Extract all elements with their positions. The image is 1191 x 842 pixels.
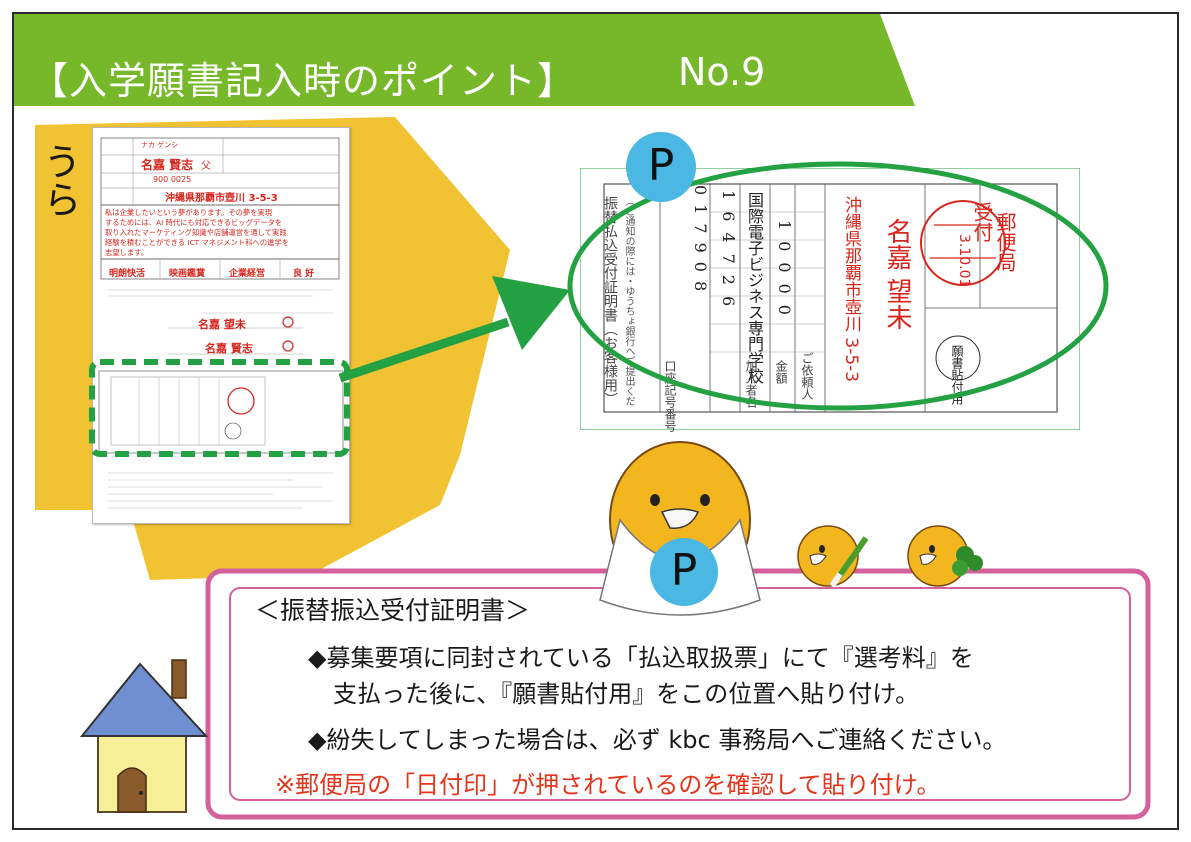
amount-digit: 0 [775,241,794,263]
form-slip-thumbnail [110,376,266,446]
receipt-label-recipient: 加入者名 [744,360,758,408]
account-digit: 9 [691,242,710,262]
application-stamp-label: 願書貼付用 [950,345,964,405]
pointer-arrow-head [492,276,570,350]
stamp-post-office: 郵便局 [993,212,1017,272]
stamp-date: 3.10.01 [956,234,972,288]
form-relation: 父 [201,161,211,172]
mascot-broccoli [907,525,983,587]
account-digit: 7 [691,223,710,243]
account-digit: 1 [691,204,710,224]
account-digit: 0 [691,185,710,205]
stamp-accepted: 受付 [970,202,994,242]
form-attr-hobby: 映画鑑賞 [169,269,206,279]
amount-digit: 0 [775,262,794,284]
amount-digit: 0 [775,304,794,326]
point-badge-top: P [626,132,696,202]
essay-line: 経験を積むことができる ICT マネジメント科への進学を [105,238,290,247]
point-badge-bottom: P [650,538,718,606]
account-digit: 8 [691,280,710,301]
form-applicant-name: 名嘉 望未 [198,318,246,331]
essay-line: 取り入れたマーケティング知識や店舗運営を通して実践 [105,228,287,237]
account-number-digit: 6 [719,211,738,233]
page-frame [12,12,1179,830]
info-line-3: ◆紛失してしまった場合は、必ず kbc 事務局へご連絡ください。 [308,726,1007,754]
sender-name: 名嘉 望未 [882,218,912,331]
account-number-digit: 6 [719,295,738,318]
essay-line: 志望します。 [105,248,149,257]
amount-digit: 0 [775,283,794,305]
account-number-digit: 4 [719,232,738,254]
receipt-label-amount: 金額 [774,360,788,384]
account-code: 017908 [688,185,710,300]
back-side-label: うら [37,142,81,218]
info-line-1: ◆募集要項に同封されている「払込取扱票」にて『選考料』を [308,644,974,672]
info-line-2: 支払った後に、『願書貼付用』をこの位置へ貼り付け。 [333,680,920,708]
account-digit: 0 [691,261,710,281]
form-guardian-signature: 名嘉 賢志 [205,342,253,355]
info-title: ＜振替振込受付証明書＞ [255,596,531,625]
mascot-leek [797,525,869,588]
form-guardian-name: 名嘉 賢志 [141,158,194,172]
receipt-note: （ご通知の際には・ゆうちょ銀行へご提出ください） [623,196,634,406]
account-number: 164726 [716,190,738,317]
sender-address: 沖縄県那覇市壺川 3-5-3 [841,196,861,383]
essay-line: するためには、AI 時代にも対応できるビッグデータを [105,218,283,227]
form-essay: 私は企業したいという夢があります。その夢を実現 するためには、AI 時代にも対応… [105,208,339,258]
account-number-digit: 1 [719,190,738,212]
amount-digit: 1 [775,220,794,242]
pointer-arrow-shaft [338,317,510,383]
account-number-digit: 7 [719,253,738,275]
receipt-label-sender: ご依頼人 [800,352,814,400]
form-address: 沖縄県那覇市壺川 3-5-3 [165,193,278,204]
recipient-name: 国際電子ビジネス専門学校 [745,192,764,384]
form-postal-code: 900 0025 [153,175,192,184]
amount-digits: 10000 [774,220,794,326]
form-attr-personality: 明朗快活 [109,269,146,279]
info-note: ※郵便局の「日付印」が押されているのを確認して貼り付け。 [275,771,941,799]
page-title: 【入学願書記入時のポイント】 [30,59,577,103]
form-furigana: ナカ ゲンシ [141,141,179,149]
essay-line: 私は企業したいという夢があります。その夢を実現 [105,208,273,217]
form-attr-goal: 企業経営 [229,269,266,279]
page-number: No.9 [678,50,766,94]
form-preview-grid [98,137,344,509]
form-preview: ナカ ゲンシ 名嘉 賢志 父 900 0025 沖縄県那覇市壺川 3-5-3 私… [92,127,350,524]
account-number-digit: 2 [719,274,738,296]
form-attr-health: 良 好 [293,269,315,279]
